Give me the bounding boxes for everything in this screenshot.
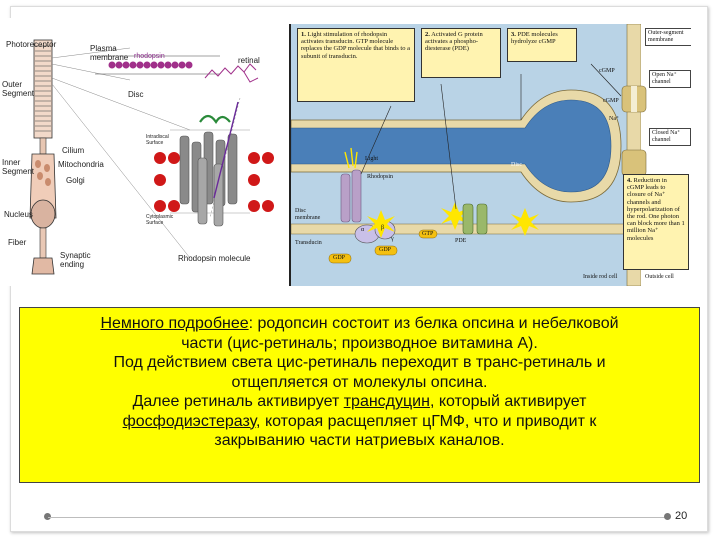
label-rhodopsin: rhodopsin (134, 53, 165, 60)
callout-2-number: 2. (425, 31, 430, 38)
label-synaptic-ending: Synaptic ending (60, 251, 91, 269)
phototransduction-figure: 1. Light stimulation of rhodopsin activa… (289, 24, 691, 286)
label-outside-cell: Outside cell (645, 274, 674, 280)
label-mitochondria: Mitochondria (58, 160, 104, 169)
label-outer-segment: Outer Segment (2, 80, 35, 98)
label-rhodopsin: Rhodopsin (367, 174, 394, 180)
text-line-7: закрыванию части натриевых каналов. (214, 432, 505, 449)
footer-bullet-right (664, 513, 671, 520)
callout-3-number: 3. (511, 31, 516, 38)
callout-3: 3. PDE molecules hydrolyze cGMP (507, 28, 577, 62)
label-disc: Disc (128, 90, 144, 99)
text-line-5-before: Далее ретиналь активирует (132, 393, 344, 410)
callout-3-text: PDE molecules hydrolyze cGMP (511, 31, 558, 46)
phosphodiesterase-link[interactable]: фосфодиэстеразу (122, 412, 257, 430)
label-cgmp-mid: cGMP (603, 98, 619, 104)
label-golgi: Golgi (66, 176, 85, 185)
footer-line (48, 517, 668, 518)
label-gdp-2: GDP (379, 247, 392, 253)
label-disc-membrane: Disc membrane (295, 208, 321, 221)
text-line-2: части (цис-ретиналь; производное витамин… (181, 334, 538, 352)
label-nucleus: Nucleus (4, 210, 33, 219)
label-beta: β (381, 225, 385, 231)
text-line-6: фосфодиэстеразу, которая расщепляет цГМФ… (30, 412, 689, 432)
callout-1-number: 1. (301, 31, 306, 38)
callout-1-text: Light stimulation of rhodopsin activates… (301, 31, 410, 60)
text-line-5-after: , который активирует (429, 393, 587, 410)
label-fiber: Fiber (8, 238, 27, 247)
text-line-1-rest: : родопсин состоит из белка опсина и неб… (248, 315, 619, 332)
text-line-6-rest: , которая расщепляет цГМФ, что и приводи… (256, 412, 597, 430)
label-plasma-membrane: Plasma membrane (90, 44, 129, 62)
label-gtp: GTP (422, 231, 434, 237)
text-line-3: Под действием света цис-ретиналь переход… (113, 354, 606, 371)
label-retinal: retinal (238, 56, 260, 65)
callout-2-text: Activated G protein activates a phospho-… (425, 31, 483, 53)
callout-4-text: Reduction in cGMP leads to closure of Na… (627, 177, 685, 242)
label-open-na-channel: Open Na⁺ channel (649, 70, 691, 88)
footer-bullet-left (44, 513, 51, 520)
callout-1: 1. Light stimulation of rhodopsin activa… (297, 28, 415, 102)
label-na-plus: Na⁺ (609, 116, 620, 122)
transducin-link[interactable]: трансдуцин (343, 393, 430, 410)
page-number: 20 (675, 510, 688, 522)
label-photoreceptor: Photoreceptor (6, 40, 57, 49)
text-line-1: Немного подробнее: родопсин состоит из б… (30, 314, 689, 334)
label-rhodopsin-molecule: Rhodopsin molecule (178, 254, 251, 263)
callout-4-number: 4. (627, 177, 632, 184)
label-cytoplasmic-surface: Cytoplasmic Surface (146, 214, 174, 226)
label-light: Light (365, 156, 378, 162)
photoreceptor-drawing (29, 39, 274, 275)
label-cgmp-top: cGMP (599, 68, 615, 74)
label-pde: PDE (455, 238, 467, 244)
label-cilium: Cilium (62, 146, 85, 155)
label-closed-na-channel: Closed Na⁺ channel (649, 128, 691, 146)
label-disc: Disc (511, 162, 522, 168)
label-gdp-1: GDP (333, 255, 346, 261)
label-transducin: Transducin (295, 240, 322, 246)
more-details-link[interactable]: Немного подробнее (100, 315, 249, 332)
callout-2: 2. Activated G protein activates a phosp… (421, 28, 501, 78)
text-line-4: отщепляется от молекулы опсина. (231, 373, 488, 391)
explanation-text-box: Немного подробнее: родопсин состоит из б… (19, 307, 700, 483)
callout-4: 4. Reduction in cGMP leads to closure of… (623, 174, 689, 270)
label-outer-segment-membrane: Outer-segment membrane (645, 28, 691, 46)
label-inner-segment: Inner Segment (2, 158, 35, 176)
text-line-5: Далее ретиналь активирует трансдуцин, ко… (30, 392, 689, 412)
label-intradiscal-surface: Intradiscal Surface (146, 134, 169, 146)
label-alpha: α (361, 227, 365, 233)
label-inside-rod-cell: Inside rod cell (583, 274, 618, 280)
label-gamma: γ (391, 236, 394, 242)
photoreceptor-figure: Photoreceptor Plasma membrane rhodopsin … (0, 18, 284, 286)
